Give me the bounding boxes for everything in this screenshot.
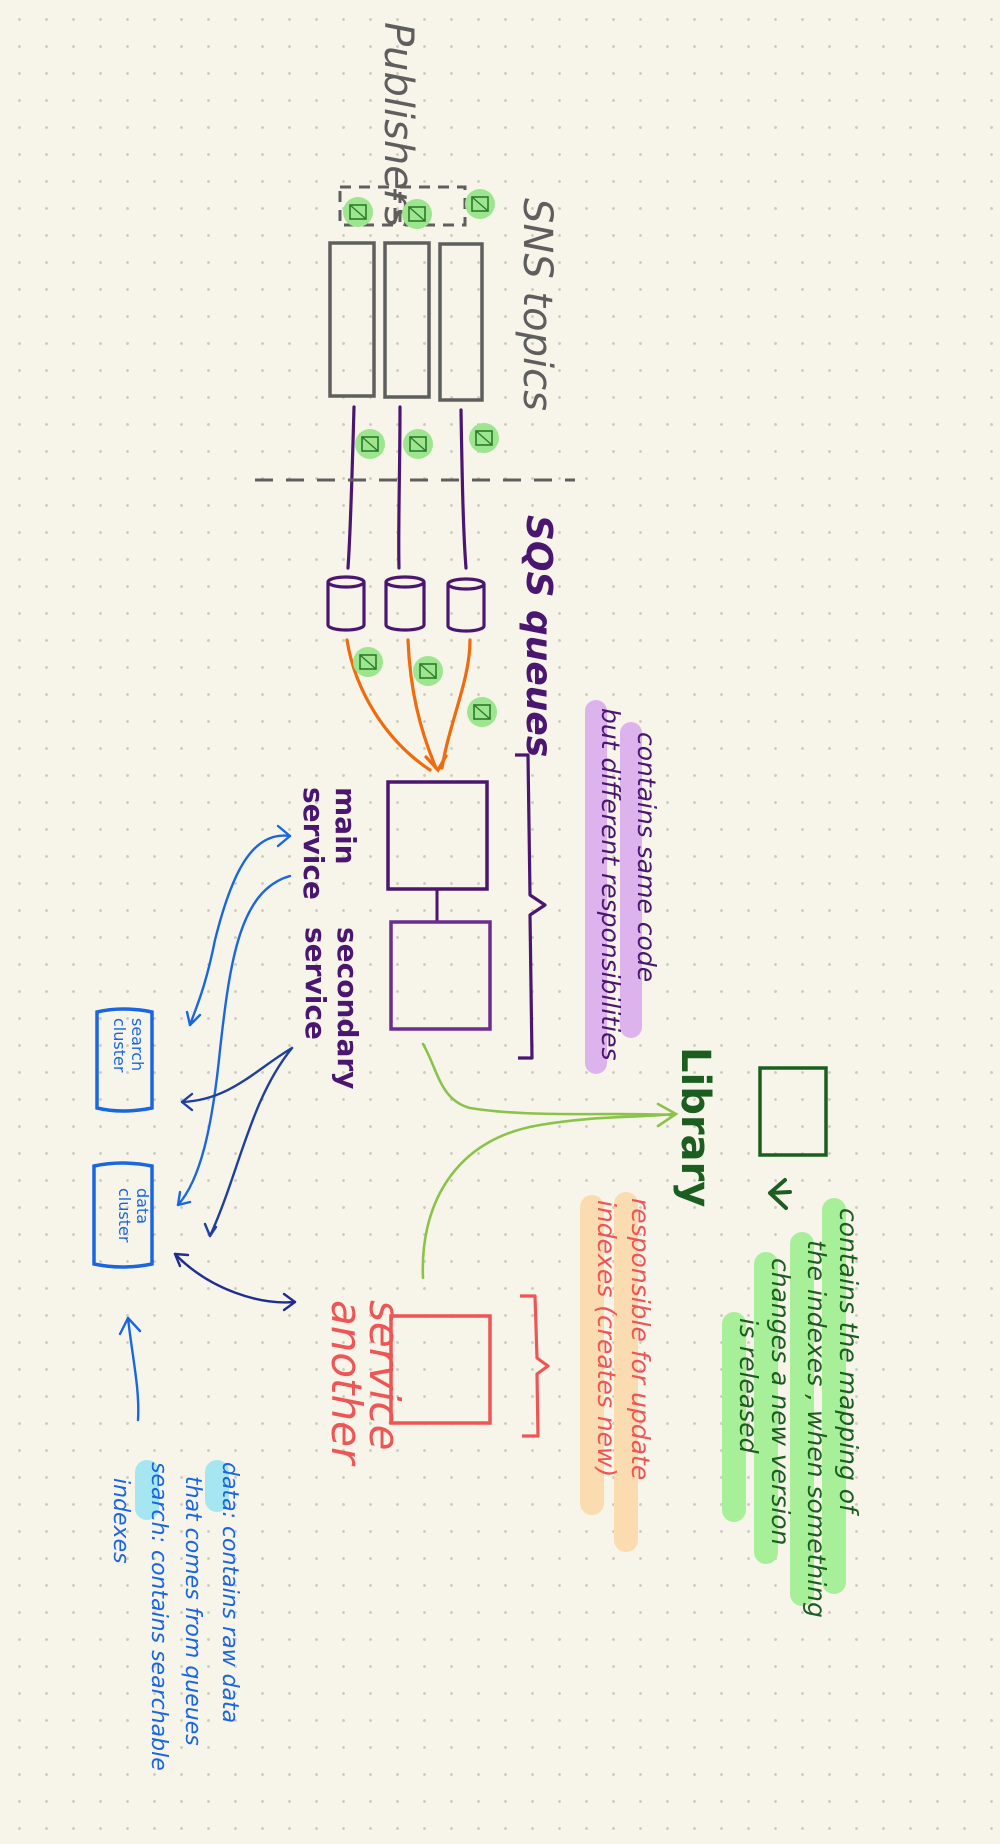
message-icon [402, 428, 434, 460]
secondary-service-label: secondary service [299, 927, 364, 1089]
legend-line4: indexes [108, 1478, 133, 1564]
services-brace [515, 753, 547, 1060]
sns-topics-label: SNS topics [514, 198, 560, 411]
message-icon [354, 428, 386, 460]
message-icon [352, 646, 384, 678]
message-icon [464, 188, 496, 220]
library-pointer-arrow [768, 1178, 792, 1210]
data-cluster-label-line2: cluster [115, 1188, 134, 1243]
mapping-note-line2: the indexes , when something [802, 1240, 831, 1618]
message-icon [342, 196, 374, 228]
same-code-note: contains same code but different respons… [585, 700, 661, 1074]
sqs-queue-cylinders [326, 575, 486, 633]
data-cluster-shape [92, 1161, 154, 1269]
data-cluster: data cluster [92, 1161, 154, 1269]
main-service-label-line2: service [297, 787, 330, 900]
another-service-label-line1: another [322, 1300, 371, 1467]
cluster-arrows [118, 824, 297, 1422]
search-cluster-label-line2: cluster [110, 1018, 129, 1073]
sqs-to-main-arrows [345, 638, 472, 773]
sns-topic-boxes [328, 241, 484, 402]
another-service-box [389, 1314, 492, 1425]
message-icon [401, 198, 433, 230]
sns-to-sqs-lines [346, 405, 468, 570]
same-code-note-line1: contains same code [632, 732, 661, 982]
legend-line2: that comes from queues [180, 1476, 205, 1746]
secondary-service-label-line2: service [299, 927, 332, 1040]
search-cluster-shape [95, 1007, 154, 1113]
sqs-queue [446, 577, 486, 633]
library-label: Library [672, 1047, 718, 1207]
data-cluster-label-line1: data [133, 1188, 152, 1224]
main-service-box [386, 780, 489, 891]
publisher-box [398, 185, 467, 227]
library-box [758, 1066, 828, 1157]
update-note-line2: indexes (creates new) [592, 1200, 621, 1477]
update-indexes-note: responsible for update indexes (creates … [580, 1192, 655, 1552]
another-service-label: another service [322, 1300, 409, 1467]
message-icon [412, 655, 444, 687]
main-service-label: main service [297, 787, 362, 900]
main-service-label-line1: main [329, 787, 362, 865]
search-cluster: search cluster [95, 1007, 154, 1113]
update-note-line1: responsible for update [626, 1198, 655, 1480]
sns-topic-box [328, 241, 376, 398]
sqs-queues-label: SQS queues [518, 515, 559, 757]
sns-topic-box [383, 241, 431, 399]
sns-topic-box [438, 242, 484, 402]
library-mapping-note: contains the mapping of the indexes , wh… [722, 1198, 863, 1618]
publisher-box [338, 185, 397, 227]
legend-line1: data: contains raw data [217, 1462, 242, 1723]
mapping-note-line4: is released [734, 1318, 763, 1454]
cluster-legend: data: contains raw data that comes from … [108, 1460, 242, 1771]
another-service-brace [520, 1294, 550, 1438]
message-icon [468, 422, 500, 454]
mapping-note-line3: changes a new version [766, 1258, 795, 1545]
secondary-service-box [389, 920, 492, 1031]
publishers-label: Publishers [375, 22, 421, 227]
mapping-note-line1: contains the mapping of [834, 1208, 863, 1516]
publisher-boxes [338, 185, 467, 227]
legend-line3: search: contains searchable [146, 1462, 171, 1771]
library-dependency-arrows [421, 1042, 679, 1280]
secondary-service-label-line1: secondary [331, 927, 364, 1089]
another-service-label-line2: service [360, 1300, 409, 1450]
search-cluster-label-line1: search [128, 1018, 147, 1071]
sqs-queue [384, 575, 426, 632]
sqs-queue [326, 575, 366, 632]
same-code-note-line2: but different responsibilities [596, 708, 625, 1060]
message-icon [466, 696, 498, 728]
